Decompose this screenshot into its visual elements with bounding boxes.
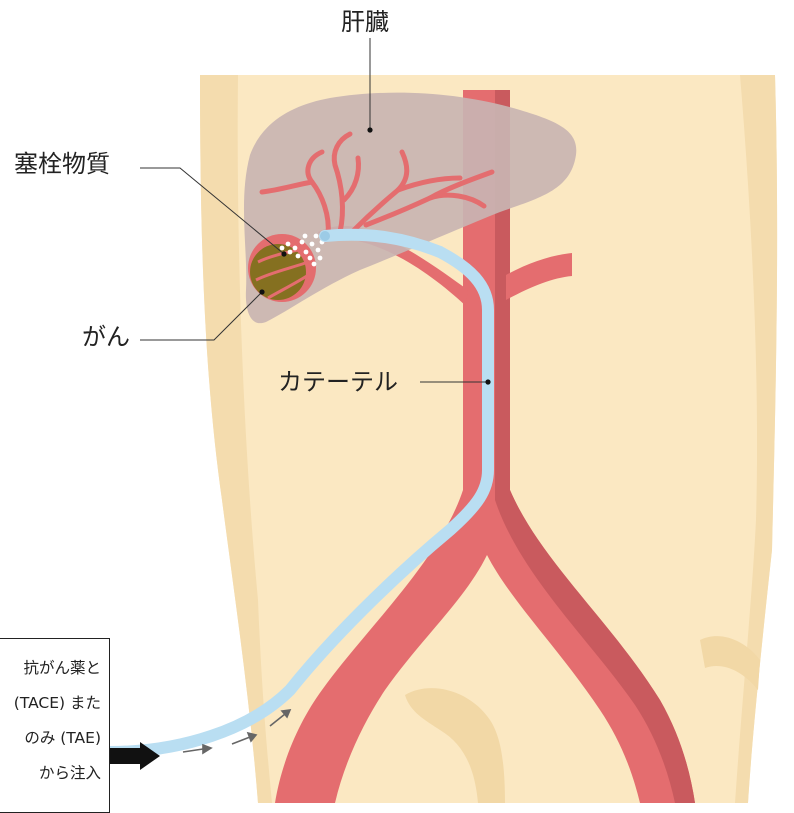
liver-label: 肝臓 [341, 10, 389, 34]
catheter-tip [320, 231, 330, 241]
catheter-label: カテーテル [278, 370, 398, 394]
note-line-4: から注入 [39, 766, 101, 782]
embolic-material-label: 塞栓物質 [14, 152, 110, 176]
note-box: 抗がん薬と (TACE) また のみ (TAE) から注入 [0, 638, 110, 813]
cancer-label: がん [82, 325, 130, 349]
note-line-1: 抗がん薬と [23, 661, 101, 677]
note-line-2: (TACE) また [14, 696, 101, 712]
note-line-3: のみ (TAE) [24, 731, 101, 747]
